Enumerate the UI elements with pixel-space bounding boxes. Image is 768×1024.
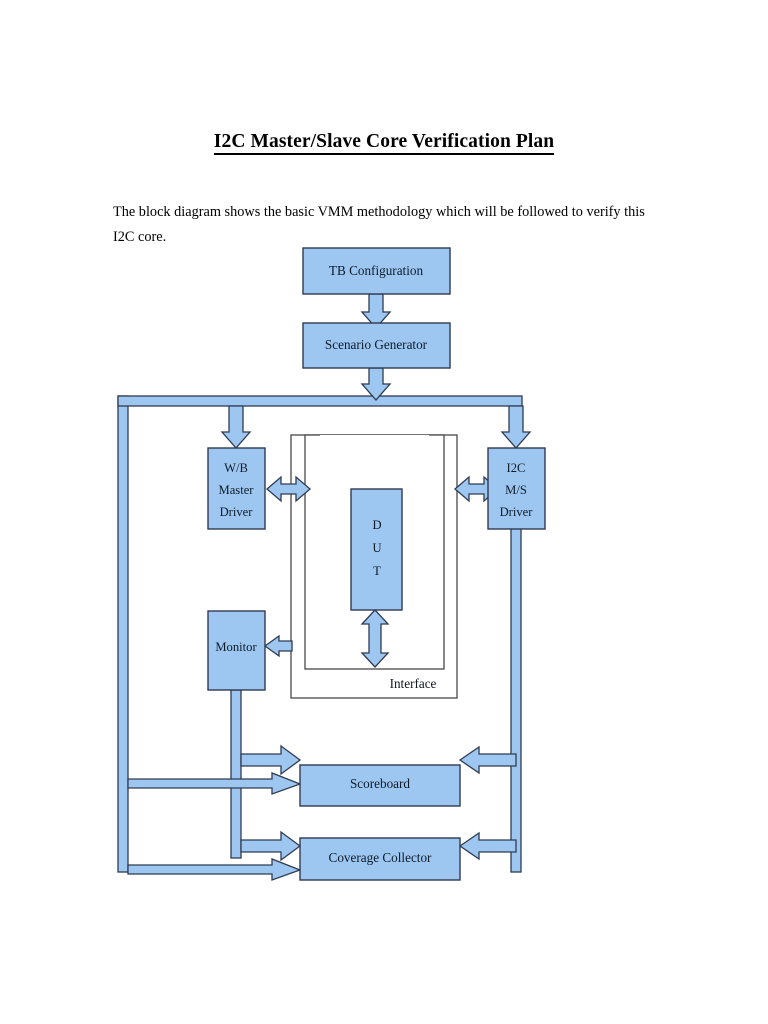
- bus-left-vertical: [117, 395, 129, 873]
- monitor-drop-line: [230, 689, 242, 859]
- block-i2c-ms-driver-line-3: Driver: [500, 505, 534, 519]
- bus-right-vertical: [510, 488, 522, 873]
- block-scoreboard[interactable]: Scoreboard: [299, 764, 461, 807]
- block-i2c-ms-driver[interactable]: I2C M/S Driver: [487, 447, 546, 530]
- arrow-monitor-to-coverage: [240, 830, 302, 862]
- block-scenario-generator[interactable]: Scenario Generator: [302, 322, 451, 369]
- block-scoreboard-label: Scoreboard: [350, 776, 410, 791]
- block-coverage-collector-label: Coverage Collector: [329, 850, 433, 865]
- arrow-interface-to-monitor: [263, 634, 293, 658]
- block-wb-master-driver-line-2: Master: [219, 483, 255, 497]
- block-coverage-collector[interactable]: Coverage Collector: [299, 837, 461, 881]
- block-dut-line-3: T: [373, 564, 381, 578]
- block-diagram-svg: TB Configuration Scenario Generator W/B …: [117, 247, 546, 881]
- page-title: I2C Master/Slave Core Verification Plan: [0, 131, 768, 156]
- interface-label: Interface: [390, 676, 437, 691]
- arrow-bus-to-i2c-driver: [500, 405, 532, 449]
- block-tb-configuration-label: TB Configuration: [329, 263, 424, 278]
- block-dut[interactable]: D U T: [350, 488, 403, 611]
- block-dut-line-1: D: [372, 518, 381, 532]
- page-title-text: I2C Master/Slave Core Verification Plan: [213, 131, 555, 156]
- block-i2c-ms-driver-line-2: M/S: [505, 483, 527, 497]
- block-diagram: TB Configuration Scenario Generator W/B …: [0, 236, 768, 896]
- arrow-scenario-to-bus: [360, 367, 392, 401]
- block-dut-line-2: U: [372, 541, 381, 555]
- arrow-i2c-to-coverage: [458, 831, 517, 861]
- arrow-i2c-to-scoreboard: [458, 745, 517, 775]
- arrow-monitor-to-scoreboard: [240, 744, 302, 776]
- intro-paragraph: The block diagram shows the basic VMM me…: [113, 204, 645, 246]
- arrow-bus-to-wb-driver: [220, 405, 252, 449]
- arrow-wb-driver-interface: [266, 475, 311, 503]
- block-monitor-label: Monitor: [215, 640, 257, 654]
- block-tb-configuration[interactable]: TB Configuration: [302, 247, 451, 295]
- block-i2c-ms-driver-line-1: I2C: [507, 461, 526, 475]
- arrow-tbconfig-to-scenario: [360, 293, 392, 329]
- bus-top-horizontal: [117, 395, 523, 407]
- block-wb-master-driver-line-1: W/B: [224, 461, 248, 475]
- block-wb-master-driver[interactable]: W/B Master Driver: [207, 447, 266, 530]
- arrow-bus-to-scoreboard: [127, 772, 302, 795]
- block-wb-master-driver-line-3: Driver: [220, 505, 254, 519]
- block-scenario-generator-label: Scenario Generator: [325, 337, 428, 352]
- arrow-bus-to-coverage: [127, 858, 302, 881]
- block-monitor[interactable]: Monitor: [207, 610, 266, 691]
- arrow-dut-interface: [360, 609, 390, 668]
